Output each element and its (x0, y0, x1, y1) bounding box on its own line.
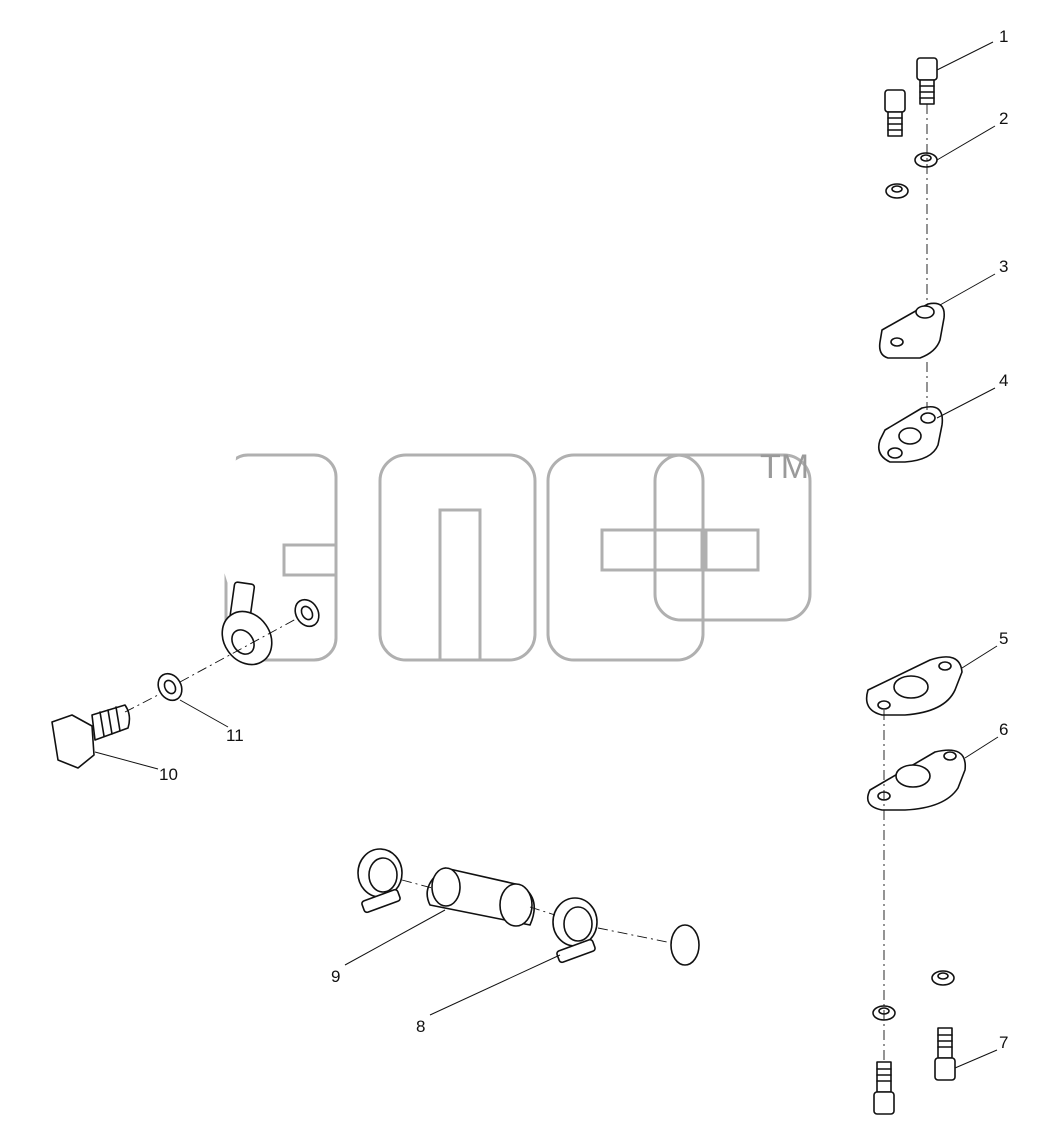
leader-lines (94, 41, 999, 1069)
lower-gasket (865, 656, 963, 716)
hose-and-clamps (357, 848, 598, 964)
callout-7: 7 (999, 1033, 1008, 1052)
callout-3: 3 (999, 257, 1008, 276)
upper-bolts-and-washers (884, 57, 938, 199)
lower-bolts-and-washers (872, 970, 956, 1115)
callout-5: 5 (999, 629, 1008, 648)
banjo-bolt-and-washers (51, 598, 320, 769)
upper-oil-pipe (216, 170, 945, 666)
callout-1: 1 (999, 27, 1008, 46)
callout-10: 10 (159, 765, 178, 784)
callout-8: 8 (416, 1017, 425, 1036)
callout-6: 6 (999, 720, 1008, 739)
assembly-center-lines (124, 104, 928, 1062)
callout-11: 11 (226, 726, 244, 745)
upper-gasket (877, 406, 944, 463)
callout-labels: 1 2 3 4 5 6 7 8 9 10 11 (159, 27, 1008, 1052)
watermark-logo: TM (224, 448, 812, 662)
callout-4: 4 (999, 371, 1008, 390)
watermark-trademark: TM (760, 448, 809, 486)
callout-2: 2 (999, 109, 1008, 128)
callout-9: 9 (331, 967, 340, 986)
lower-drain-pipe (670, 749, 966, 966)
